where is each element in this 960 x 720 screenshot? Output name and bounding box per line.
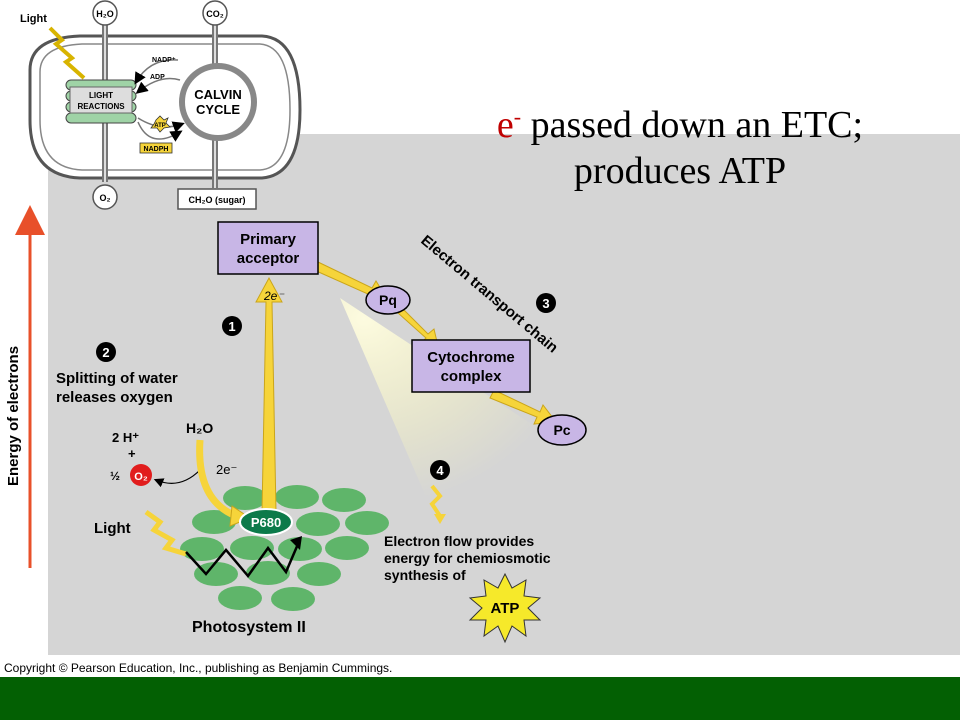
title-electron: e (496, 104, 514, 146)
energy-transfer-zigzag (185, 543, 300, 579)
pc-carrier (537, 414, 587, 446)
title-superscript: - (513, 104, 522, 129)
light-zigzag (144, 509, 187, 557)
oxygen-circle (130, 464, 152, 486)
primary-acceptor-label-2: acceptor (237, 250, 300, 267)
chloroplast-inner-membrane (39, 43, 291, 171)
pq-carrier (365, 285, 411, 315)
pc-label: Pc (553, 422, 570, 438)
inset-nadph-box (139, 142, 173, 154)
cytochrome-complex-box (411, 339, 531, 393)
splitting-label-2: releases oxygen (56, 389, 173, 406)
photosystem-diagram: H₂O CO₂ Light LIGHT REACTIONS CALVIN CYC… (5, 0, 587, 644)
step-4-badge (430, 460, 450, 480)
step-4-number: 4 (436, 463, 444, 478)
inset-co2-circle (202, 0, 228, 26)
slide-title: e- passed down an ETC; produces ATP (400, 102, 960, 194)
step-2-number: 2 (102, 345, 109, 360)
light-reactions-label-2: REACTIONS (77, 102, 125, 111)
light-reactions-label-1: LIGHT (89, 91, 113, 100)
light-reactions-box (69, 86, 133, 114)
primary-acceptor-box (217, 221, 319, 275)
footer-bar (0, 677, 960, 720)
step-2-badge (96, 342, 116, 362)
plus-label: + (128, 446, 136, 461)
excitation-arrow (255, 276, 283, 513)
calvin-cycle-ring (179, 63, 257, 141)
inset-light-label: Light (20, 13, 47, 25)
cytochrome-label-2: complex (441, 368, 503, 385)
protons-label: 2 H⁺ (112, 430, 139, 445)
atp-burst (468, 572, 542, 644)
calvin-cycle-label-1: CALVIN (194, 87, 241, 102)
inset-co2-label: CO₂ (206, 9, 224, 19)
inset-o2-circle (92, 184, 118, 210)
two-electron-low-label: 2e⁻ (216, 462, 237, 477)
inset-sugar-box (177, 188, 257, 210)
cytochrome-label-1: Cytochrome (427, 349, 515, 366)
inset-light-zigzag (48, 26, 86, 80)
electron-flow-label-1: Electron flow provides (384, 533, 534, 549)
primary-acceptor-label-1: Primary (240, 231, 297, 248)
etc-label: Electron transport chain (417, 232, 561, 356)
title-line1: passed down an ETC; (521, 104, 864, 146)
energy-axis-label: Energy of electrons (5, 346, 22, 486)
p680-label: P680 (251, 515, 281, 530)
step-3-badge (536, 293, 556, 313)
half-label: ½ (110, 469, 120, 483)
atp-label: ATP (491, 600, 520, 617)
inset-nadph-label: NADPH (144, 146, 169, 153)
inset-nadp-label: NADP⁺ (152, 57, 176, 64)
two-electron-top-label: 2e⁻ (263, 289, 285, 303)
pq-label: Pq (379, 292, 397, 308)
inset-adp-label: ADP (150, 74, 165, 81)
photosystem-discs (180, 485, 389, 611)
oxygen-label: O₂ (134, 471, 148, 483)
p680-reaction-center (239, 508, 293, 536)
step-4-lightning (429, 484, 443, 518)
inset-h2o-label: H₂O (96, 9, 114, 19)
inset-sugar-label: CH₂O (sugar) (188, 195, 245, 205)
inset-atp-label: ATP (154, 123, 166, 129)
step-3-number: 3 (542, 296, 549, 311)
photosystem-label: Photosystem II (192, 619, 306, 636)
chloroplast-inset: H₂O CO₂ Light LIGHT REACTIONS CALVIN CYC… (20, 0, 302, 210)
light-label: Light (94, 520, 131, 537)
inset-h2o-circle (92, 0, 118, 26)
inset-o2-label: O₂ (100, 193, 111, 203)
electron-flow-label-3: synthesis of (384, 567, 466, 583)
light-glow (340, 298, 580, 506)
inset-atp-burst (150, 115, 171, 133)
step-1-number: 1 (228, 319, 235, 334)
title-line2: produces ATP (573, 150, 787, 192)
copyright-notice: Copyright © Pearson Education, Inc., pub… (4, 661, 393, 675)
water-label: H₂O (186, 420, 213, 436)
step-1-badge (222, 316, 242, 336)
water-electron-arrow (196, 439, 238, 520)
calvin-cycle-label-2: CYCLE (196, 102, 240, 117)
electron-flow-label-2: energy for chemiosmotic (384, 550, 551, 566)
oxygen-release-arrow (153, 469, 201, 488)
splitting-label-1: Splitting of water (56, 370, 178, 387)
